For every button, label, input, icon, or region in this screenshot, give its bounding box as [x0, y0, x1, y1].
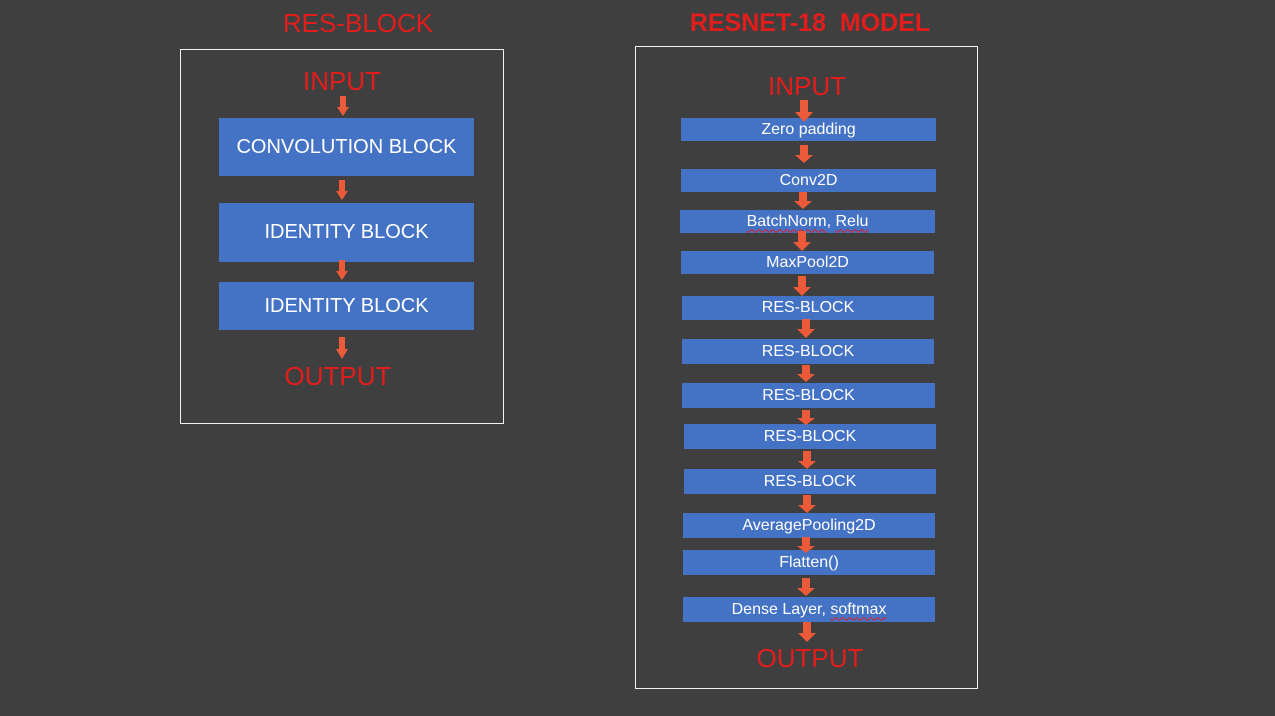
arrow-shaft [798, 276, 806, 287]
arrow-down-icon [798, 622, 816, 642]
arrow-shaft [803, 622, 811, 633]
layer-label: RES-BLOCK [761, 299, 855, 316]
arrow-down-icon [797, 365, 815, 382]
layer-maxpool2d: MaxPool2D [681, 251, 934, 274]
arrow-down-icon [798, 495, 816, 513]
arrow-shaft [798, 231, 806, 242]
layer-flatten: Flatten() [683, 550, 935, 575]
res-block-panel [180, 49, 504, 424]
arrow-shaft [803, 451, 811, 461]
layer-average-pooling-2d: AveragePooling2D [683, 513, 935, 538]
res-block-output-label: OUTPUT [284, 361, 392, 391]
arrow-shaft [340, 96, 346, 107]
arrow-shaft [802, 537, 810, 546]
res-block-identity-block-1: IDENTITY BLOCK [219, 203, 474, 262]
layer-label: RES-BLOCK [761, 342, 855, 360]
layer-res-block-5: RES-BLOCK [684, 469, 936, 494]
arrow-shaft [339, 260, 345, 271]
layer-label: RES-BLOCK [763, 427, 857, 445]
arrow-down-icon [798, 451, 816, 469]
layer-label: MaxPool2D [766, 253, 849, 271]
res-block-title: RES-BLOCK [282, 8, 434, 38]
arrow-down-icon [336, 260, 348, 280]
arrow-head [795, 155, 813, 163]
arrow-down-icon [336, 337, 348, 359]
layer-res-block-4: RES-BLOCK [684, 424, 936, 449]
layer-conv2d: Conv2D [681, 169, 936, 192]
resnet-output-label: OUTPUT [756, 643, 864, 673]
resnet-panel [635, 46, 978, 689]
res-block-input-label: INPUT [303, 66, 381, 96]
arrow-head [797, 418, 815, 425]
arrow-down-icon [797, 410, 815, 425]
arrow-shaft [339, 337, 345, 349]
arrow-head [798, 461, 816, 469]
res-block-convolution-block: CONVOLUTION BLOCK [219, 118, 474, 176]
layer-res-block-2: RES-BLOCK [682, 339, 934, 364]
arrow-head [336, 191, 348, 200]
arrow-shaft [802, 578, 810, 588]
layer-label: Dense Layer, softmax [732, 601, 887, 619]
arrow-shaft [802, 319, 810, 329]
layer-res-block-3: RES-BLOCK [682, 383, 935, 408]
arrow-down-icon [793, 231, 811, 251]
arrow-head [798, 633, 816, 642]
arrow-shaft [339, 180, 345, 191]
layer-label-part: Relu [835, 212, 869, 230]
layer-label: Flatten() [779, 553, 839, 571]
layer-label-separator: , [826, 212, 836, 230]
arrow-shaft [800, 100, 808, 112]
arrow-head [336, 349, 348, 359]
arrow-down-icon [797, 537, 815, 553]
layer-label-part: Dense Layer [731, 600, 822, 618]
res-block-identity-block-2: IDENTITY BLOCK [219, 282, 474, 330]
layer-label-part: BatchNorm [746, 212, 827, 230]
arrow-head [337, 107, 349, 116]
arrow-shaft [802, 410, 810, 418]
layer-label: AveragePooling2D [742, 516, 876, 534]
layer-label: BatchNorm, Relu [747, 213, 869, 231]
arrow-head [336, 271, 348, 280]
arrow-shaft [802, 365, 810, 374]
arrow-head [793, 287, 811, 296]
arrow-head [797, 588, 815, 596]
arrow-head [794, 201, 812, 209]
arrow-head [797, 546, 815, 553]
arrow-head [795, 112, 813, 122]
arrow-down-icon [797, 578, 815, 596]
layer-zero-padding: Zero padding [681, 118, 936, 141]
arrow-shaft [803, 495, 811, 505]
arrow-down-icon [795, 100, 813, 122]
block-label: IDENTITY BLOCK [264, 294, 429, 317]
layer-res-block-1: RES-BLOCK [682, 296, 934, 320]
layer-label: Zero padding [761, 120, 856, 138]
arrow-down-icon [793, 276, 811, 296]
arrow-down-icon [794, 192, 812, 209]
arrow-head [797, 329, 815, 338]
resnet-input-label: INPUT [768, 71, 846, 101]
layer-label: Conv2D [779, 171, 838, 189]
arrow-head [798, 505, 816, 513]
arrow-shaft [800, 145, 808, 155]
layer-dense-softmax: Dense Layer, softmax [683, 597, 935, 622]
resnet-title: RESNET-18 MODEL [689, 9, 931, 37]
layer-label: RES-BLOCK [762, 386, 855, 404]
arrow-head [797, 374, 815, 382]
arrow-down-icon [795, 145, 813, 163]
arrow-down-icon [336, 180, 348, 200]
arrow-down-icon [797, 319, 815, 338]
block-label: CONVOLUTION BLOCK [236, 135, 457, 158]
arrow-head [793, 242, 811, 251]
arrow-shaft [799, 192, 807, 201]
layer-label-separator: , [821, 600, 831, 618]
layer-batchnorm-relu: BatchNorm, Relu [680, 210, 935, 233]
arrow-down-icon [337, 96, 349, 116]
layer-label-part: softmax [830, 600, 887, 618]
layer-label: RES-BLOCK [763, 472, 857, 490]
block-label: IDENTITY BLOCK [264, 221, 429, 243]
